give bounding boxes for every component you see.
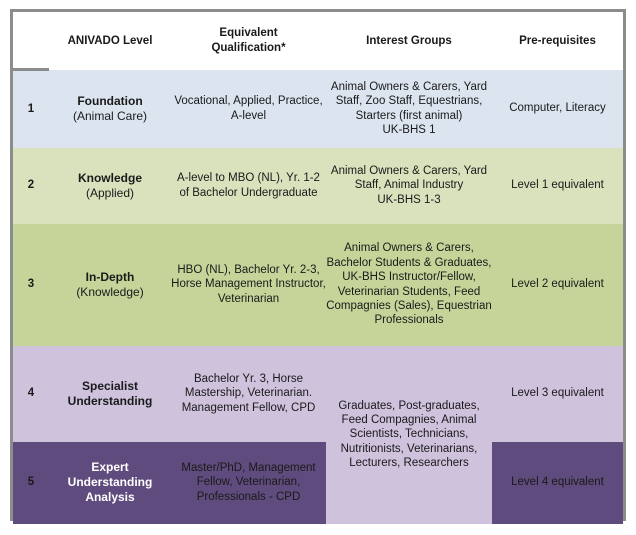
- interest-groups-1: Animal Owners & Carers, Yard Staff, Zoo …: [326, 69, 492, 148]
- column-header-number: [13, 12, 49, 71]
- table-row-level-2: 2 Knowledge (Applied) A-level to MBO (NL…: [13, 147, 623, 224]
- level-subtitle-2: (Applied): [85, 185, 135, 200]
- interest-groups-3: Animal Owners & Carers, Bachelor Student…: [326, 223, 492, 346]
- prerequisites-1: Computer, Literacy: [492, 69, 623, 148]
- qualification-5: Master/PhD, Management Fellow, Veterinar…: [171, 441, 326, 524]
- level-title-4: Specialist: [81, 378, 139, 393]
- anivado-level-table: ANIVADO Level Equivalent Qualification* …: [13, 12, 623, 524]
- prerequisites-5: Level 4 equivalent: [492, 441, 623, 524]
- column-header-equivalent-qualification: Equivalent Qualification*: [171, 12, 326, 70]
- interest-groups-2: Animal Owners & Carers, Yard Staff, Anim…: [326, 147, 492, 224]
- table-row-level-1: 1 Foundation (Animal Care) Vocational, A…: [13, 69, 623, 148]
- table-header-row: ANIVADO Level Equivalent Qualification* …: [13, 12, 623, 71]
- column-header-qualification-line2: Qualification*: [211, 41, 286, 54]
- level-number-3: 3: [13, 223, 49, 346]
- level-name-2: Knowledge (Applied): [49, 147, 171, 224]
- level-name-3: In-Depth (Knowledge): [49, 223, 171, 346]
- qualification-1: Vocational, Applied, Practice, A-level: [171, 69, 326, 148]
- qualification-3: HBO (NL), Bachelor Yr. 2-3, Horse Manage…: [171, 223, 326, 346]
- level-number-4: 4: [13, 345, 49, 442]
- level-subtitle-1: (Animal Care): [72, 108, 147, 123]
- level-subtitle-4: Understanding: [67, 393, 153, 408]
- anivado-level-table-frame: ANIVADO Level Equivalent Qualification* …: [10, 9, 626, 524]
- column-header-qualification-line1: Equivalent: [219, 27, 278, 40]
- table-header: ANIVADO Level Equivalent Qualification* …: [13, 12, 623, 71]
- level-title-5-line1: Expert: [91, 460, 129, 474]
- level-name-4: Specialist Understanding: [49, 345, 171, 442]
- level-subtitle-3: (Knowledge): [76, 284, 144, 299]
- level-number-5: 5: [13, 441, 49, 524]
- level-title-3: In-Depth: [85, 269, 135, 284]
- prerequisites-3: Level 2 equivalent: [492, 223, 623, 346]
- level-name-5: Expert Understanding Analysis: [49, 441, 171, 524]
- level-title-5-line3: Analysis: [85, 490, 135, 504]
- level-name-1: Foundation (Animal Care): [49, 69, 171, 148]
- column-header-pre-requisites: Pre-requisites: [492, 12, 623, 70]
- level-number-1: 1: [13, 69, 49, 148]
- level-number-2: 2: [13, 147, 49, 224]
- table-body: 1 Foundation (Animal Care) Vocational, A…: [13, 69, 623, 524]
- table-row-level-5: 5 Expert Understanding Analysis Master/P…: [13, 441, 623, 524]
- table-row-level-3: 3 In-Depth (Knowledge) HBO (NL), Bachelo…: [13, 223, 623, 346]
- level-title-1: Foundation: [77, 93, 143, 108]
- level-title-5-line2: Understanding: [67, 475, 153, 489]
- interest-groups-4-5-merged: Graduates, Post-graduates, Feed Compagni…: [326, 345, 492, 524]
- column-header-interest-groups: Interest Groups: [326, 12, 492, 70]
- level-title-2: Knowledge: [77, 170, 142, 185]
- qualification-2: A-level to MBO (NL), Yr. 1-2 of Bachelor…: [171, 147, 326, 224]
- column-header-anivado-level: ANIVADO Level: [49, 12, 171, 70]
- prerequisites-2: Level 1 equivalent: [492, 147, 623, 224]
- table-row-level-4: 4 Specialist Understanding Bachelor Yr. …: [13, 345, 623, 524]
- prerequisites-4: Level 3 equivalent: [492, 345, 623, 442]
- qualification-4: Bachelor Yr. 3, Horse Mastership, Veteri…: [171, 345, 326, 442]
